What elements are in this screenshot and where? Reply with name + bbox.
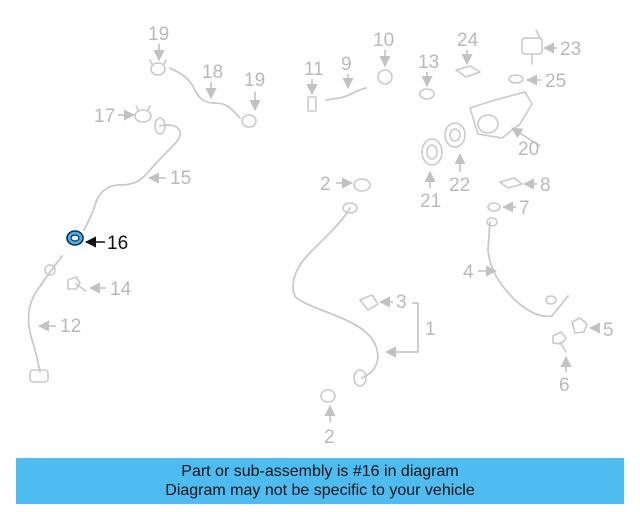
part-14-bolt: 14	[67, 276, 132, 300]
part-9-hose: 9	[325, 54, 367, 101]
callout-18: 18	[202, 62, 223, 83]
callout-8: 8	[540, 175, 551, 196]
parts-diagram: 19 18 19 17 15 16 14	[27, 24, 614, 448]
callout-24: 24	[457, 30, 479, 51]
callout-3: 3	[396, 292, 407, 313]
banner-line-2: Diagram may not be specific to your vehi…	[165, 482, 475, 499]
part-6-bolt: 6	[552, 331, 572, 396]
callout-9: 9	[341, 54, 352, 75]
part-19-clamp-left: 19	[148, 24, 169, 76]
part-20-housing: 20	[469, 91, 541, 160]
callout-22: 22	[449, 175, 470, 196]
callout-6: 6	[559, 375, 570, 396]
part-23-sensor: 23	[521, 29, 581, 65]
part-13-washer: 13	[418, 52, 439, 100]
part-16-clamp-highlighted: 16	[66, 230, 128, 254]
callout-12: 12	[60, 316, 81, 337]
callout-10: 10	[373, 30, 394, 51]
part-22-gasket: 22	[444, 122, 470, 196]
part-24-clip: 24	[455, 30, 481, 78]
callout-11: 11	[304, 59, 324, 80]
part-1-hose: 1	[292, 202, 436, 387]
callout-13: 13	[418, 52, 439, 73]
callout-25: 25	[545, 71, 566, 92]
part-11-sensor: 11	[304, 59, 324, 112]
part-19-clamp-right: 19	[241, 70, 265, 128]
callout-1: 1	[425, 319, 436, 340]
part-5-nut: 5	[571, 317, 614, 341]
callout-19-left: 19	[148, 24, 169, 45]
callout-2-bottom: 2	[324, 427, 335, 448]
part-18-hose: 18	[169, 62, 241, 119]
callout-2-top: 2	[320, 174, 331, 195]
part-2-clamp-bottom: 2	[320, 389, 336, 448]
callout-20: 20	[518, 139, 539, 160]
callout-23: 23	[560, 39, 581, 60]
callout-4: 4	[463, 262, 474, 283]
part-10-clamp: 10	[373, 30, 394, 85]
part-12-pipe: 12	[27, 255, 81, 383]
callout-14: 14	[110, 279, 132, 300]
part-17-clamp: 17	[94, 105, 152, 127]
part-4-pipe: 4	[463, 217, 569, 318]
part-25-o-ring: 25	[508, 71, 566, 92]
banner-line-1: Part or sub-assembly is #16 in diagram	[181, 463, 459, 480]
part-2-clamp-top: 2	[320, 174, 371, 195]
part-8-gasket: 8	[499, 175, 551, 196]
part-3-bracket: 3	[359, 292, 407, 313]
info-banner: Part or sub-assembly is #16 in diagram D…	[16, 458, 624, 504]
callout-19-right: 19	[244, 70, 265, 91]
callout-15: 15	[170, 168, 191, 189]
callout-5: 5	[603, 320, 614, 341]
callout-16: 16	[107, 233, 128, 254]
part-15-hose: 15	[83, 117, 191, 231]
callout-7: 7	[519, 198, 530, 219]
callout-17: 17	[94, 106, 115, 127]
part-7-o-ring: 7	[487, 198, 530, 219]
part-21-gasket: 21	[420, 138, 443, 212]
callout-21: 21	[420, 191, 441, 212]
